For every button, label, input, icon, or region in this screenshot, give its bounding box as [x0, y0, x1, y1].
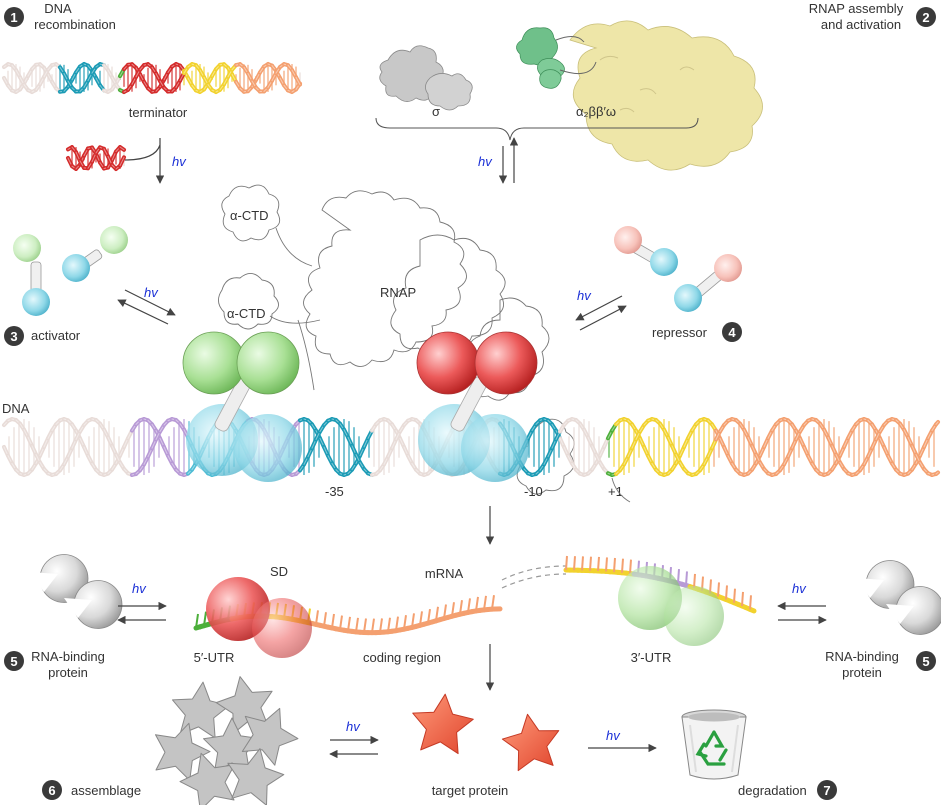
- step-5-left-badge: 5: [4, 651, 24, 671]
- recycle-icon: [695, 730, 728, 766]
- target-protein-icon: [412, 693, 560, 772]
- bound-activator-icon: [182, 331, 302, 482]
- step-2-label-line2: and activation: [821, 17, 901, 32]
- ribosome-binding-repressor-icon: [206, 577, 312, 658]
- step-5-right-badge: 5: [916, 651, 936, 671]
- excision-arrow: [124, 144, 161, 161]
- alpha-ctd-label-2: α-CTD: [227, 306, 266, 321]
- utr3-label: 3′-UTR: [631, 650, 672, 665]
- svg-text:7: 7: [823, 783, 830, 798]
- utr3-activator-icon: [618, 566, 724, 646]
- hv-step6: hv: [346, 719, 361, 734]
- sigma-label: σ: [432, 104, 440, 119]
- step-2-label-line1: RNAP assembly: [809, 1, 904, 16]
- svg-text:2: 2: [922, 10, 929, 25]
- utr5-label: 5′-UTR: [194, 650, 235, 665]
- excised-terminator-icon: [66, 145, 126, 171]
- hv-step7: hv: [606, 728, 621, 743]
- svg-text:1: 1: [10, 10, 17, 25]
- repressor-forward-arrow: [575, 295, 623, 321]
- hv-step5-right: hv: [792, 581, 807, 596]
- step-7-badge: 7: [817, 780, 837, 800]
- hv-step1: hv: [172, 154, 187, 169]
- coding-region-label: coding region: [363, 650, 441, 665]
- mrna-label: mRNA: [425, 566, 464, 581]
- alpha-ctd-label-1: α-CTD: [230, 208, 269, 223]
- rna-binding-protein-right-icon: [856, 560, 941, 635]
- tss-marker: [611, 477, 631, 503]
- plus1-label: +1: [608, 484, 623, 499]
- step-1-label-line2: recombination: [34, 17, 116, 32]
- terminator-label: terminator: [129, 105, 188, 120]
- hv-step4: hv: [577, 288, 592, 303]
- step-2-badge: 2: [916, 7, 936, 27]
- hv-step3: hv: [144, 285, 159, 300]
- step-7-label: degradation: [738, 783, 807, 798]
- rna-binding-protein-left-icon: [30, 554, 123, 629]
- step-5-left-label-line1: RNA-binding: [31, 649, 105, 664]
- core-enzyme-label: α₂ββ′ω: [576, 104, 616, 119]
- svg-text:4: 4: [728, 325, 736, 340]
- step-3-label: activator: [31, 328, 81, 343]
- svg-text:5: 5: [10, 654, 17, 669]
- svg-text:6: 6: [48, 783, 55, 798]
- rnap-label: RNAP: [380, 285, 416, 300]
- step-1-badge: 1: [4, 7, 24, 27]
- trash-bin-icon: [681, 709, 747, 780]
- rnap-core-structure: [516, 20, 763, 171]
- activator-molecule-icon: [13, 226, 128, 316]
- dna-label: DNA: [2, 401, 30, 416]
- step-5-right-label-line1: RNA-binding: [825, 649, 899, 664]
- svg-text:5: 5: [922, 654, 929, 669]
- repressor-molecule-icon: [614, 226, 742, 312]
- sigma-factor-structure: [379, 45, 473, 111]
- target-protein-label: target protein: [432, 783, 509, 798]
- step-5-left-label-line2: protein: [48, 665, 88, 680]
- activator-reverse-arrow: [117, 299, 169, 325]
- step-6-label: assemblage: [71, 783, 141, 798]
- terminator-dna-helix: [2, 62, 302, 94]
- repressor-reverse-arrow: [579, 305, 627, 331]
- hv-step2: hv: [478, 154, 493, 169]
- step-4-badge: 4: [722, 322, 742, 342]
- step-5-right-label-line2: protein: [842, 665, 882, 680]
- svg-text:3: 3: [10, 329, 17, 344]
- minus35-label: -35: [325, 484, 344, 499]
- bound-repressor-icon: [416, 331, 538, 482]
- step-3-badge: 3: [4, 326, 24, 346]
- activator-forward-arrow: [124, 289, 176, 316]
- protein-assemblage-icon: [155, 676, 299, 805]
- step-6-badge: 6: [42, 780, 62, 800]
- sd-label: SD: [270, 564, 288, 579]
- step-1-label-line1: DNA: [44, 1, 72, 16]
- hv-step5-left: hv: [132, 581, 147, 596]
- minus10-label: -10: [524, 484, 543, 499]
- step-4-label: repressor: [652, 325, 708, 340]
